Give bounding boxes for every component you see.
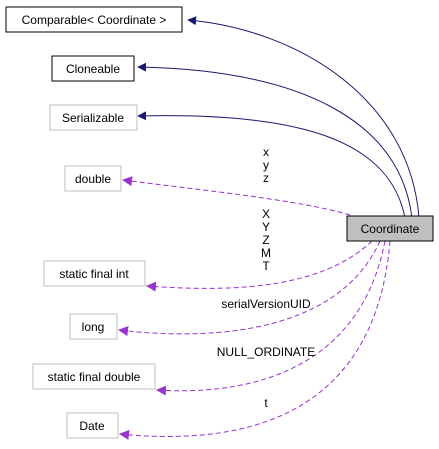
- node-label: Cloneable: [66, 62, 120, 76]
- edge-label-line: T: [262, 259, 270, 273]
- node-long[interactable]: long: [69, 313, 118, 340]
- node-label: Serializable: [62, 111, 124, 125]
- usage-edge-long: [118, 240, 381, 337]
- node-double[interactable]: double: [64, 165, 122, 192]
- node-comparable-coordinate[interactable]: Comparable< Coordinate >: [5, 6, 183, 33]
- edge-label-line: x: [263, 145, 269, 159]
- usage-edge-static-final-int: [146, 240, 373, 292]
- node-static-final-double[interactable]: static final double: [32, 363, 156, 390]
- node-date[interactable]: Date: [66, 412, 119, 439]
- node-serializable[interactable]: Serializable: [49, 104, 138, 131]
- node-label: Comparable< Coordinate >: [22, 13, 167, 27]
- node-label: double: [75, 172, 111, 186]
- node-static-final-int[interactable]: static final int: [43, 260, 146, 287]
- edge-label-static-final-double: NULL_ORDINATE: [217, 345, 315, 359]
- usage-edge-double: [122, 176, 351, 216]
- node-label: static final int: [59, 267, 129, 281]
- inheritance-edge-serializable: [137, 111, 406, 219]
- edge-label-line: y: [263, 158, 269, 172]
- edge-label-double: x y z: [263, 145, 269, 185]
- node-cloneable[interactable]: Cloneable: [51, 55, 135, 82]
- edge-label-line: Z: [262, 233, 269, 247]
- edge-label-long: serialVersionUID: [221, 297, 311, 311]
- node-label: Coordinate: [361, 222, 420, 236]
- edge-label-line: z: [263, 171, 269, 185]
- edge-label-line: X: [262, 207, 270, 221]
- edge-label-date: t: [264, 396, 268, 410]
- inheritance-edge-cloneable: [137, 62, 413, 219]
- node-label: static final double: [48, 370, 141, 384]
- edge-label-line: Y: [262, 220, 270, 234]
- usage-edge-date: [119, 240, 391, 440]
- node-label: Date: [79, 419, 105, 433]
- edge-label-line: M: [261, 246, 271, 260]
- inheritance-edge-comparable: [187, 16, 420, 219]
- node-label: long: [82, 320, 105, 334]
- edge-label-static-final-int: X Y Z M T: [261, 207, 271, 273]
- node-coordinate[interactable]: Coordinate: [346, 215, 434, 242]
- usage-edge-static-final-double: [156, 240, 386, 396]
